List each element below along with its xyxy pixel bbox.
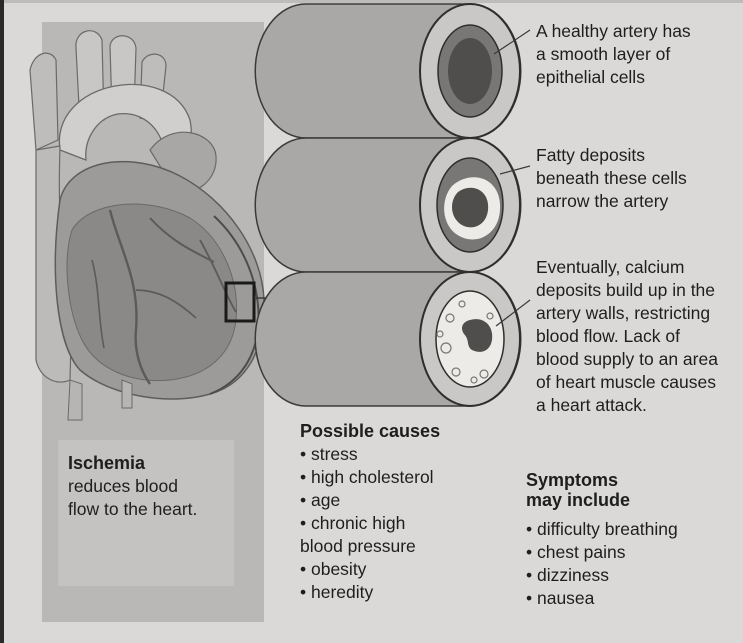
cause-item: • chronic high: [300, 512, 440, 535]
annotation-line: artery walls, restricting: [536, 302, 718, 325]
artery-healthy: [255, 4, 521, 138]
ischemia-block: Ischemia reduces blood flow to the heart…: [68, 452, 197, 521]
cause-item: • age: [300, 489, 440, 512]
annotation-line: blood supply to an area: [536, 348, 718, 371]
annotation-line: Eventually, calcium: [536, 256, 718, 279]
annotation-line: of heart muscle causes: [536, 371, 718, 394]
annotation-line: A healthy artery has: [536, 20, 691, 43]
annotation-healthy: A healthy artery has a smooth layer of e…: [536, 20, 691, 89]
cause-item: blood pressure: [300, 535, 440, 558]
annotation-line: deposits build up in the: [536, 279, 718, 302]
annotation-line: a smooth layer of: [536, 43, 691, 66]
symptoms-title: may include: [526, 490, 678, 510]
annotation-fatty: Fatty deposits beneath these cells narro…: [536, 144, 687, 213]
artery-calcium: [255, 272, 521, 406]
artery-fatty: [255, 138, 521, 272]
annotation-line: Fatty deposits: [536, 144, 687, 167]
symptoms-block: Symptoms may include • difficulty breath…: [526, 470, 678, 610]
ischemia-title: Ischemia: [68, 452, 197, 475]
cause-item: • obesity: [300, 558, 440, 581]
cause-item: • high cholesterol: [300, 466, 440, 489]
annotation-line: narrow the artery: [536, 190, 687, 213]
annotation-line: epithelial cells: [536, 66, 691, 89]
annotation-calcium: Eventually, calcium deposits build up in…: [536, 256, 718, 417]
annotation-line: a heart attack.: [536, 394, 718, 417]
annotation-line: blood flow. Lack of: [536, 325, 718, 348]
symptom-item: • difficulty breathing: [526, 518, 678, 541]
causes-block: Possible causes • stress • high choleste…: [300, 420, 440, 604]
cause-item: • stress: [300, 443, 440, 466]
symptom-item: • dizziness: [526, 564, 678, 587]
ischemia-line: flow to the heart.: [68, 498, 197, 521]
symptom-item: • nausea: [526, 587, 678, 610]
symptoms-title: Symptoms: [526, 470, 678, 490]
ischemia-line: reduces blood: [68, 475, 197, 498]
causes-title: Possible causes: [300, 420, 440, 443]
cause-item: • heredity: [300, 581, 440, 604]
symptom-item: • chest pains: [526, 541, 678, 564]
annotation-line: beneath these cells: [536, 167, 687, 190]
